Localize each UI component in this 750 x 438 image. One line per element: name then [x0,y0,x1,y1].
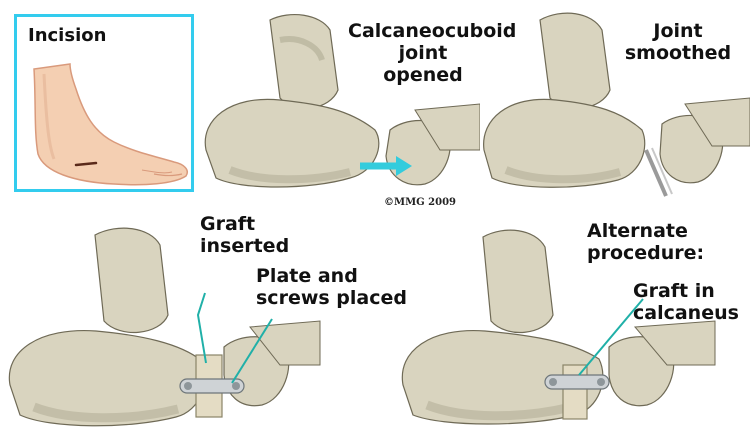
joint-smoothed-line-1: Joint [608,20,748,42]
plate-screws-line-1: Plate and [256,265,407,287]
graft-inserted-panel: Graft inserted Plate and screws placed [0,215,380,438]
joint-smoothed-label: Joint smoothed [608,20,748,64]
joint-smoothed-line-2: smoothed [608,42,748,64]
copyright-text: ©MMG 2009 [384,197,456,208]
joint-smoothed-panel: Joint smoothed [480,0,750,215]
alternate-procedure-title: Alternate procedure: [587,220,704,264]
graft-inserted-label: Graft inserted [200,213,289,257]
joint-opened-line-2: joint [348,42,498,64]
joint-opened-label: Calcaneocuboid joint opened [348,20,498,86]
incision-label: Incision [28,25,106,47]
screw [597,378,605,386]
joint-opened-panel: Calcaneocuboid joint opened ©MMG 2009 [200,0,480,215]
joint-opened-line-3: opened [348,64,498,86]
graft-pointer [198,293,206,363]
graft-inserted-line-2: inserted [200,235,289,257]
screw [549,378,557,386]
alternate-line-2: procedure: [587,242,704,264]
screw [232,382,240,390]
graft-calcaneus-line-2: calcaneus [633,302,739,324]
graft-calcaneus-line-1: Graft in [633,280,739,302]
plate-screws-label: Plate and screws placed [256,265,407,309]
graft-inserted-bones [0,215,380,438]
screw [184,382,192,390]
graft-in-calcaneus-label: Graft in calcaneus [633,280,739,324]
graft-inserted-line-1: Graft [200,213,289,235]
plate-screws-line-2: screws placed [256,287,407,309]
alternate-procedure-panel: Alternate procedure: Graft in calcaneus [395,215,750,438]
joint-opened-line-1: Calcaneocuboid [348,20,498,42]
calcaneus-graft [563,365,587,419]
incision-panel: Incision [14,14,194,192]
alternate-line-1: Alternate [587,220,704,242]
